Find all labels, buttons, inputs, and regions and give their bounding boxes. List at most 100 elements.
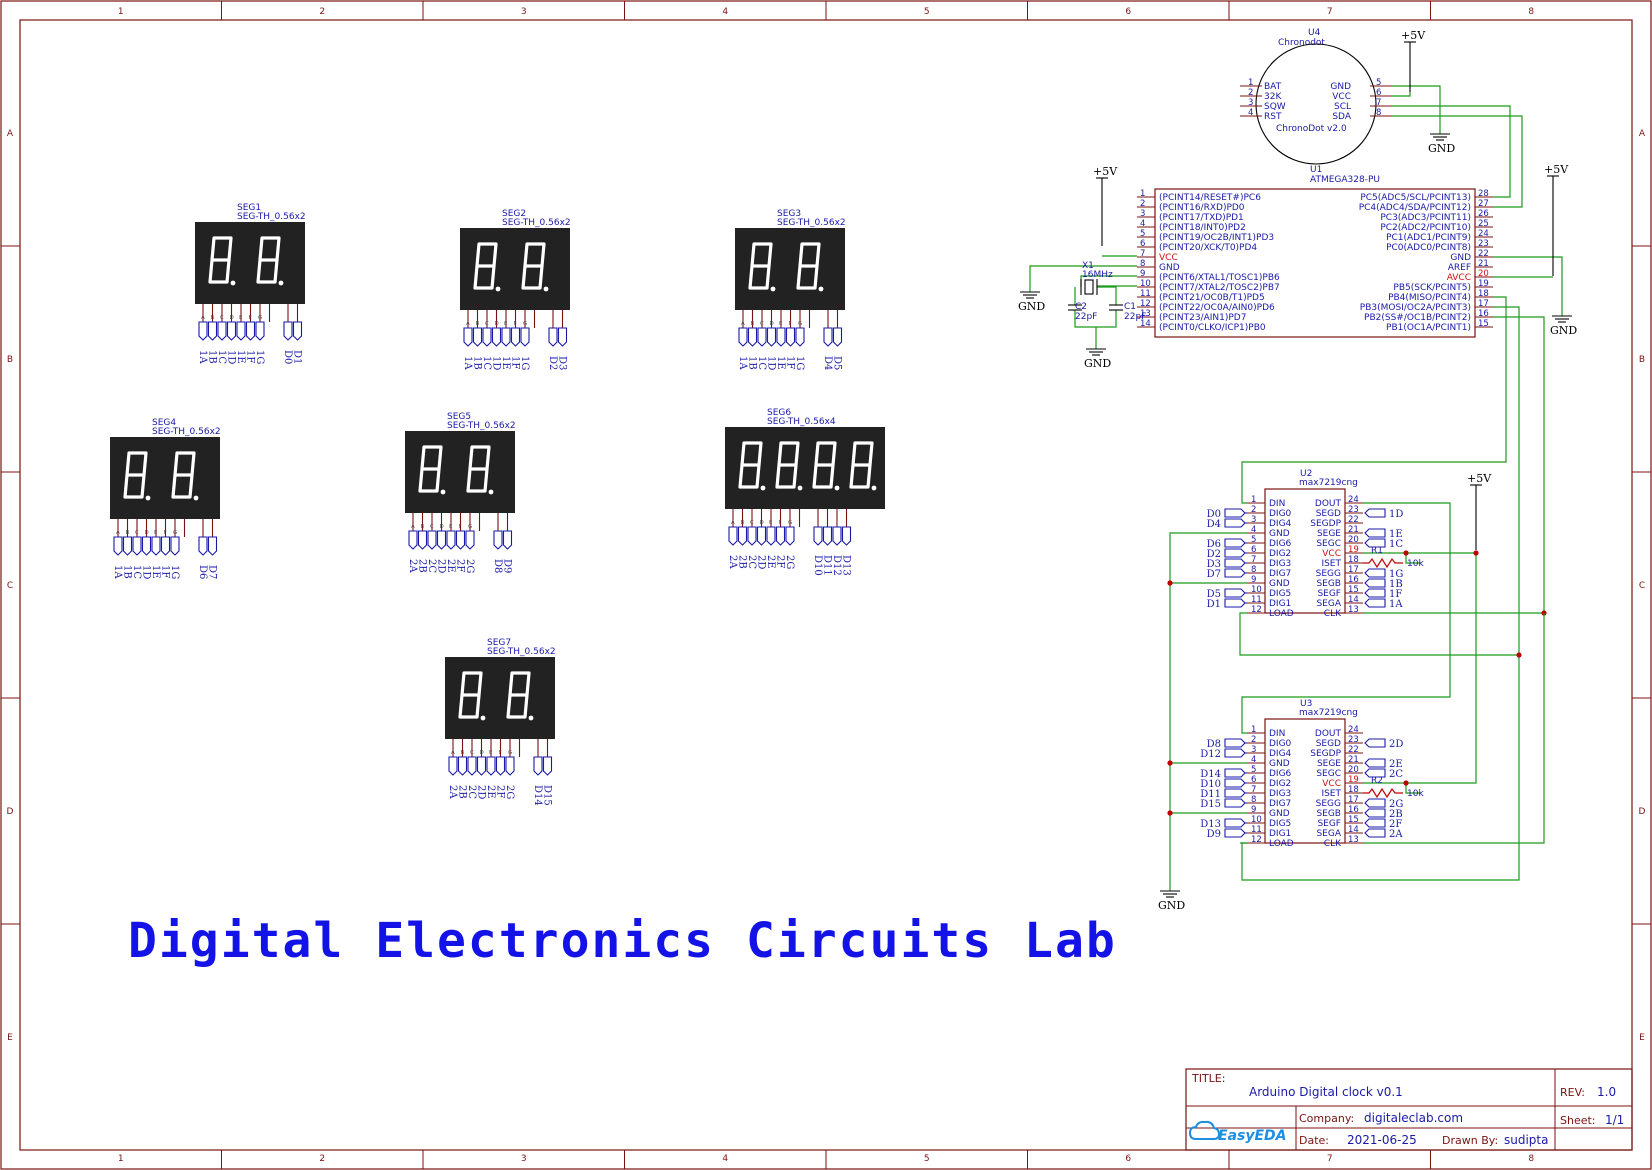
u1-pin-name: AVCC (1447, 273, 1471, 283)
zone-row-label: E (1639, 1033, 1645, 1043)
max-pin-name: ISET (1321, 789, 1341, 799)
gnd-label: GND (1158, 899, 1185, 912)
net-flag (1224, 558, 1246, 568)
wire (1493, 256, 1563, 316)
display-pin-letter: E (449, 524, 453, 530)
u1-pin-number: 18 (1478, 289, 1489, 299)
drawn-by-label: Drawn By: (1442, 1134, 1498, 1147)
display-ref: SEG1 (237, 203, 261, 213)
net-flag-label: 1A (1389, 599, 1403, 610)
max-pin-number: 24 (1348, 725, 1359, 735)
u1-name: ATMEGA328-PU (1310, 175, 1380, 185)
decimal-point (834, 485, 840, 491)
net-flag (245, 321, 256, 341)
max-pin-number: 18 (1348, 785, 1359, 795)
net-flag (1224, 538, 1246, 548)
display-pin-letter: B (461, 750, 465, 756)
net-flag (292, 321, 303, 341)
net-flag (823, 327, 833, 347)
display-pin-letter: G (173, 530, 177, 536)
net-flag (1364, 508, 1386, 518)
net-flag (491, 327, 502, 347)
net-flag (776, 327, 786, 347)
display-pin-letter: C (470, 750, 474, 756)
display-net-label: 1C (481, 356, 492, 370)
net-flag (1364, 578, 1386, 588)
u4-pin-name: SCL (1334, 102, 1351, 112)
max-pin-number: 10 (1251, 585, 1262, 595)
resistor-value: 10k (1407, 559, 1424, 569)
net-flag (493, 530, 503, 550)
display-net-label: 1D (226, 350, 237, 364)
decimal-point (871, 485, 877, 491)
display-net-label: 2D (476, 785, 487, 799)
net-flag (1364, 758, 1386, 768)
net-flag (533, 756, 543, 776)
display-net-label: D3 (557, 356, 568, 370)
max-pin-number: 9 (1251, 575, 1256, 585)
display-net-label: 1C (131, 565, 142, 579)
atmega328-u1[interactable]: U1ATMEGA328-PU1(PCINT14/RESET#)PC62(PCIN… (1137, 165, 1493, 338)
u4-pin-name: 32K (1264, 92, 1282, 102)
u4-pin-number: 3 (1248, 98, 1253, 108)
u1-pin-name: (PCINT0/CLKO/ICP1)PB0 (1159, 323, 1266, 333)
sheet-value: 1/1 (1605, 1113, 1624, 1127)
decimal-point (488, 489, 494, 495)
gnd-label: GND (1018, 300, 1045, 313)
net-flag-label: D0 (1207, 509, 1221, 520)
ground-symbol: GND (1428, 133, 1455, 155)
zone-col-label: 2 (319, 1154, 325, 1164)
net-flag (132, 536, 142, 556)
u1-pin-number: 24 (1478, 229, 1489, 239)
max-pin-name: SEGA (1316, 599, 1341, 609)
max-pin-name: SEGF (1317, 819, 1341, 829)
display-net-label: 1D (141, 565, 152, 579)
net-flag-label: D11 (1200, 789, 1221, 800)
u1-pin-number: 17 (1478, 299, 1489, 309)
u1-pin-number: 8 (1140, 259, 1145, 269)
display-pin-letter: G (468, 524, 472, 530)
vcc-label: +5V (1093, 165, 1118, 178)
max-pin-name: SEGG (1316, 799, 1341, 809)
u1-pin-name: PC5(ADC5/SCL/PCINT13) (1360, 193, 1471, 203)
wire (1097, 286, 1117, 305)
u1-pin-name: (PCINT7/XTAL2/TOSC2)PB7 (1159, 283, 1280, 293)
net-flag-label: 1B (1389, 579, 1403, 590)
net-flag (226, 321, 237, 341)
net-flag-label: 1D (1389, 509, 1403, 520)
display-net-label: D1 (292, 350, 303, 364)
max-pin-number: 8 (1251, 795, 1256, 805)
max-name: max7219cng (1299, 478, 1358, 488)
net-flag (1224, 518, 1246, 528)
net-flag (1224, 548, 1246, 558)
ground-symbol: GND (1158, 890, 1185, 912)
zone-col-label: 8 (1528, 7, 1534, 17)
u1-pin-name: PC3(ADC3/PCINT11) (1380, 213, 1471, 223)
zone-col-label: 8 (1528, 1154, 1534, 1164)
max-pin-number: 21 (1348, 525, 1359, 535)
digit-glyph (473, 242, 498, 290)
display-net-label: D14 (532, 785, 543, 806)
u1-body (1154, 188, 1476, 338)
net-flag-label: D5 (1207, 589, 1221, 600)
net-flag-label: D9 (1207, 829, 1221, 840)
digit-glyph (171, 451, 196, 499)
u1-pin-number: 5 (1140, 229, 1145, 239)
crystal-ref: X1 (1082, 261, 1094, 271)
vcc-label: +5V (1467, 472, 1492, 485)
u1-pin-name: (PCINT17/TXD)PD1 (1159, 213, 1244, 223)
display-net-label: 1C (756, 356, 767, 370)
digit-glyph (775, 441, 800, 489)
max-pin-name: CLK (1324, 609, 1342, 619)
display-pin-letter: F (499, 750, 502, 756)
display-part: SEG-TH_0.56x2 (152, 427, 221, 437)
u1-pin-number: 27 (1478, 199, 1489, 209)
decimal-point (145, 495, 151, 501)
wire (1241, 502, 1451, 734)
